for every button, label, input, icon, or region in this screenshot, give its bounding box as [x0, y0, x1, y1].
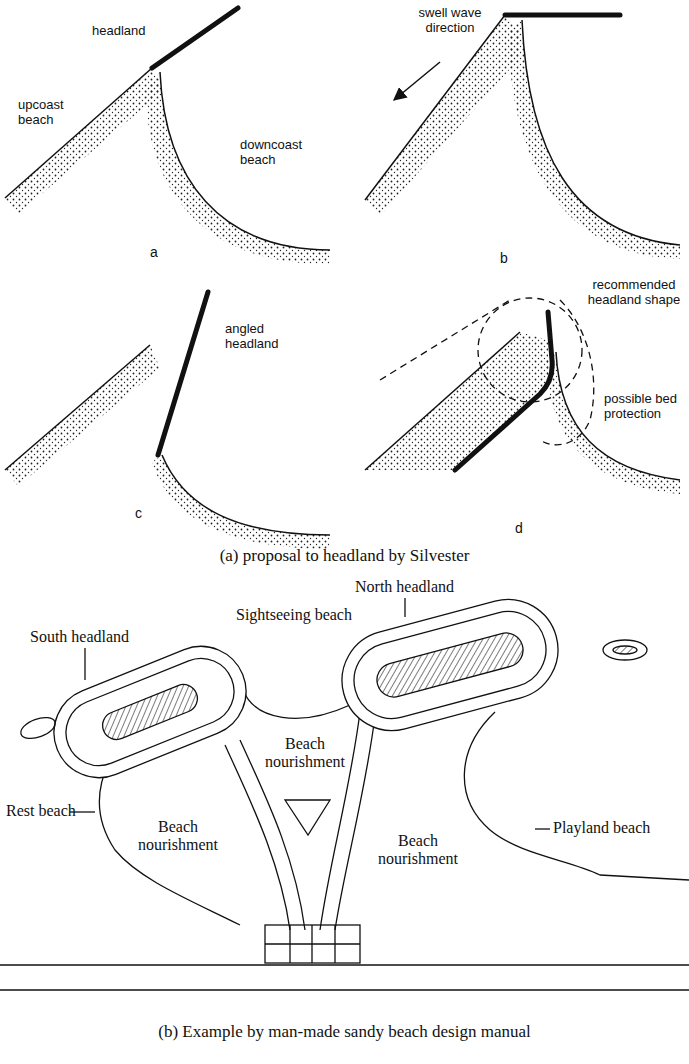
drawing-stroke — [0, 964, 689, 965]
figure-caption: (a) proposal to headland by Silvester — [20, 546, 669, 566]
nourishment-label: Beach nourishment — [255, 735, 355, 772]
headland-label: recommended headland shape — [585, 278, 683, 308]
drawing-stroke — [394, 62, 440, 100]
drawing-stroke — [18, 713, 58, 742]
drawing-stroke — [365, 15, 520, 216]
drawing-stroke — [152, 8, 238, 68]
drawing-stroke — [162, 455, 330, 535]
drawing-stroke — [225, 745, 290, 930]
drawing-stroke — [455, 312, 552, 470]
drawing-stroke — [508, 20, 680, 259]
drawing-stroke — [365, 332, 548, 470]
beach-label: Rest beach — [6, 802, 76, 820]
headland-label: South headland — [30, 628, 160, 646]
drawing-stroke — [158, 292, 208, 455]
drawing-stroke — [5, 68, 152, 198]
drawing-stroke — [40, 633, 259, 791]
drawing-stroke — [365, 332, 520, 470]
drawing-stroke — [535, 828, 550, 829]
beach-design-plan — [0, 588, 689, 990]
panel-letter: d — [515, 520, 535, 536]
beach-label: Playland beach — [553, 819, 673, 837]
drawing-stroke — [331, 588, 569, 742]
drawing-stroke — [146, 72, 330, 264]
beach-label: downcoast beach — [240, 138, 320, 168]
panel-b — [365, 15, 680, 259]
drawing-stroke — [320, 712, 360, 930]
headland-label: headland — [92, 24, 162, 39]
drawing-stroke — [505, 13, 620, 18]
beach-label: upcoast beach — [18, 98, 80, 128]
drawing-stroke — [5, 345, 150, 470]
figure-caption: (b) Example by man-made sandy beach desi… — [20, 1022, 669, 1042]
drawing-stroke — [331, 588, 569, 742]
panel-letter: a — [150, 244, 170, 260]
drawing-stroke — [56, 648, 244, 775]
drawing-stroke — [99, 760, 240, 925]
drawing-stroke — [613, 646, 637, 654]
panel-letter: b — [500, 250, 520, 266]
drawing-stroke — [373, 629, 527, 701]
drawing-stroke — [346, 603, 555, 727]
nourishment-label: Beach nourishment — [368, 832, 468, 869]
wave-label: swell wave direction — [405, 6, 495, 36]
beach-label: Sightseeing beach — [236, 606, 376, 624]
drawing-stroke — [243, 690, 350, 718]
drawing-stroke — [265, 925, 360, 963]
drawing-stroke — [0, 989, 689, 990]
drawing-stroke — [540, 300, 594, 445]
drawing-stroke — [40, 633, 259, 791]
drawing-stroke — [98, 680, 201, 743]
drawing-stroke — [335, 716, 375, 930]
drawing-stroke — [603, 640, 647, 660]
drawing-stroke — [546, 352, 680, 494]
panel-c — [5, 292, 330, 549]
headland-label: angled headland — [225, 322, 305, 352]
drawing-stroke — [365, 15, 505, 200]
drawing-stroke — [84, 648, 85, 680]
headland-label: North headland — [355, 578, 485, 596]
panel-a — [5, 8, 330, 264]
nourishment-label: Beach nourishment — [128, 818, 228, 855]
panel-letter: c — [135, 505, 155, 521]
drawing-stroke — [152, 455, 330, 549]
drawing-stroke — [478, 298, 582, 402]
drawing-stroke — [522, 20, 680, 245]
protection-label: possible bed protection — [604, 392, 684, 422]
drawing-stroke — [160, 72, 330, 250]
drawing-stroke — [265, 925, 360, 963]
drawing-stroke — [5, 345, 160, 486]
drawing-stroke — [5, 68, 162, 214]
drawing-stroke — [464, 712, 689, 880]
drawing-stroke — [404, 598, 405, 617]
drawing-stroke — [285, 800, 330, 835]
